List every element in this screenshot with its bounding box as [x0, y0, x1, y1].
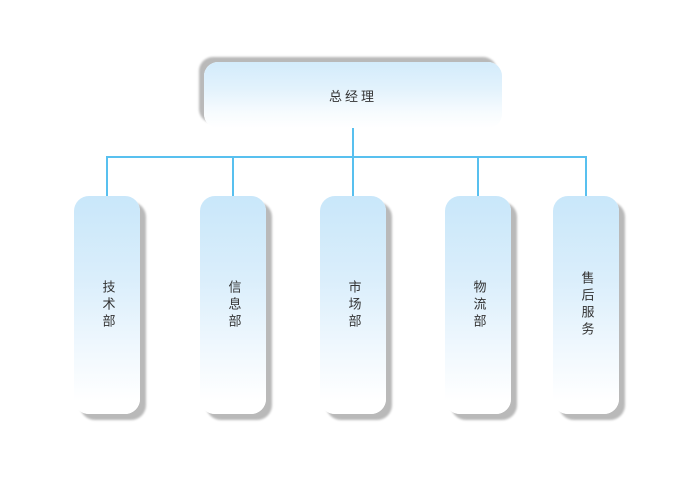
org-node-label: 物流部	[470, 279, 486, 331]
org-node-root[interactable]: 总经理	[204, 62, 502, 128]
org-node[interactable]: 售后服务	[553, 196, 619, 414]
org-node-label: 售后服务	[578, 271, 594, 339]
org-node-label: 市场部	[345, 279, 361, 331]
org-node[interactable]: 技术部	[74, 196, 140, 414]
org-node-root-label: 总经理	[328, 89, 377, 105]
org-node[interactable]: 信息部	[200, 196, 266, 414]
org-node-label: 信息部	[225, 279, 241, 331]
org-node[interactable]: 市场部	[320, 196, 386, 414]
org-node-label: 技术部	[99, 279, 115, 331]
org-node[interactable]: 物流部	[445, 196, 511, 414]
